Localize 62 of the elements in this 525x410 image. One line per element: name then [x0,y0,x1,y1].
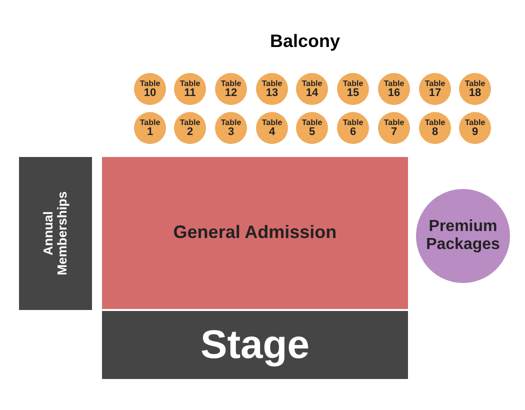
table-circle [459,73,491,105]
table-number: 15 [346,88,360,98]
table-label: Table [464,118,486,126]
table-label: Table [140,118,160,126]
table-label: Table [342,80,364,88]
table-number: 5 [308,126,316,138]
table-number: 10 [144,88,156,98]
table-number: 11 [184,88,196,98]
table-circle [337,73,369,105]
table-circle [296,73,328,105]
table-circle [134,112,166,144]
table-label: Table [424,118,446,126]
general-admission-area [102,157,408,309]
table-circle [419,112,451,144]
table-circle [174,112,206,144]
table-label: Table [384,80,404,88]
table-circle [459,112,491,144]
table-label: Table [262,80,282,88]
table-circle [134,73,166,105]
table-label: Table [384,118,404,126]
section-block [19,157,92,310]
table-circle [174,73,206,105]
table-number: 16 [388,88,400,98]
table-number: 7 [390,126,398,138]
table-number: 2 [186,126,194,138]
table-label: Table [342,118,364,126]
table-number: 4 [268,126,276,138]
table-circle [256,112,288,144]
table-number: 9 [472,126,478,138]
table-number: 3 [228,126,234,138]
table-circle [337,112,369,144]
table-number: 14 [306,88,318,98]
table-number: 1 [146,126,154,138]
table-label: Table [262,118,282,126]
table-circle [378,73,410,105]
stage-block [102,311,408,379]
table-circle [256,73,288,105]
table-label: Table [180,118,200,126]
section-label: General Admission [173,223,337,243]
table-number: 12 [224,88,238,98]
table-circle [419,73,451,105]
section-title: Balcony [270,31,340,52]
table-label: Table [180,80,200,88]
table-label: Table [220,80,242,88]
table-number: 17 [428,88,442,98]
table-circle [378,112,410,144]
section-label: Annual Memberships [41,190,70,278]
table-number: 8 [432,126,438,138]
table-label: Table [302,118,322,126]
table-number: 18 [468,88,482,98]
table-label: Table [140,80,160,88]
table-circle [215,112,247,144]
table-label: Table [220,118,242,126]
table-label: Table [424,80,446,88]
section-label: Premium Packages [425,218,501,254]
table-label: Table [302,80,322,88]
table-number: 6 [350,126,356,138]
section-label: Stage [200,323,310,367]
table-label: Table [464,80,486,88]
table-circle [296,112,328,144]
table-number: 13 [266,88,278,98]
table-circle [215,73,247,105]
